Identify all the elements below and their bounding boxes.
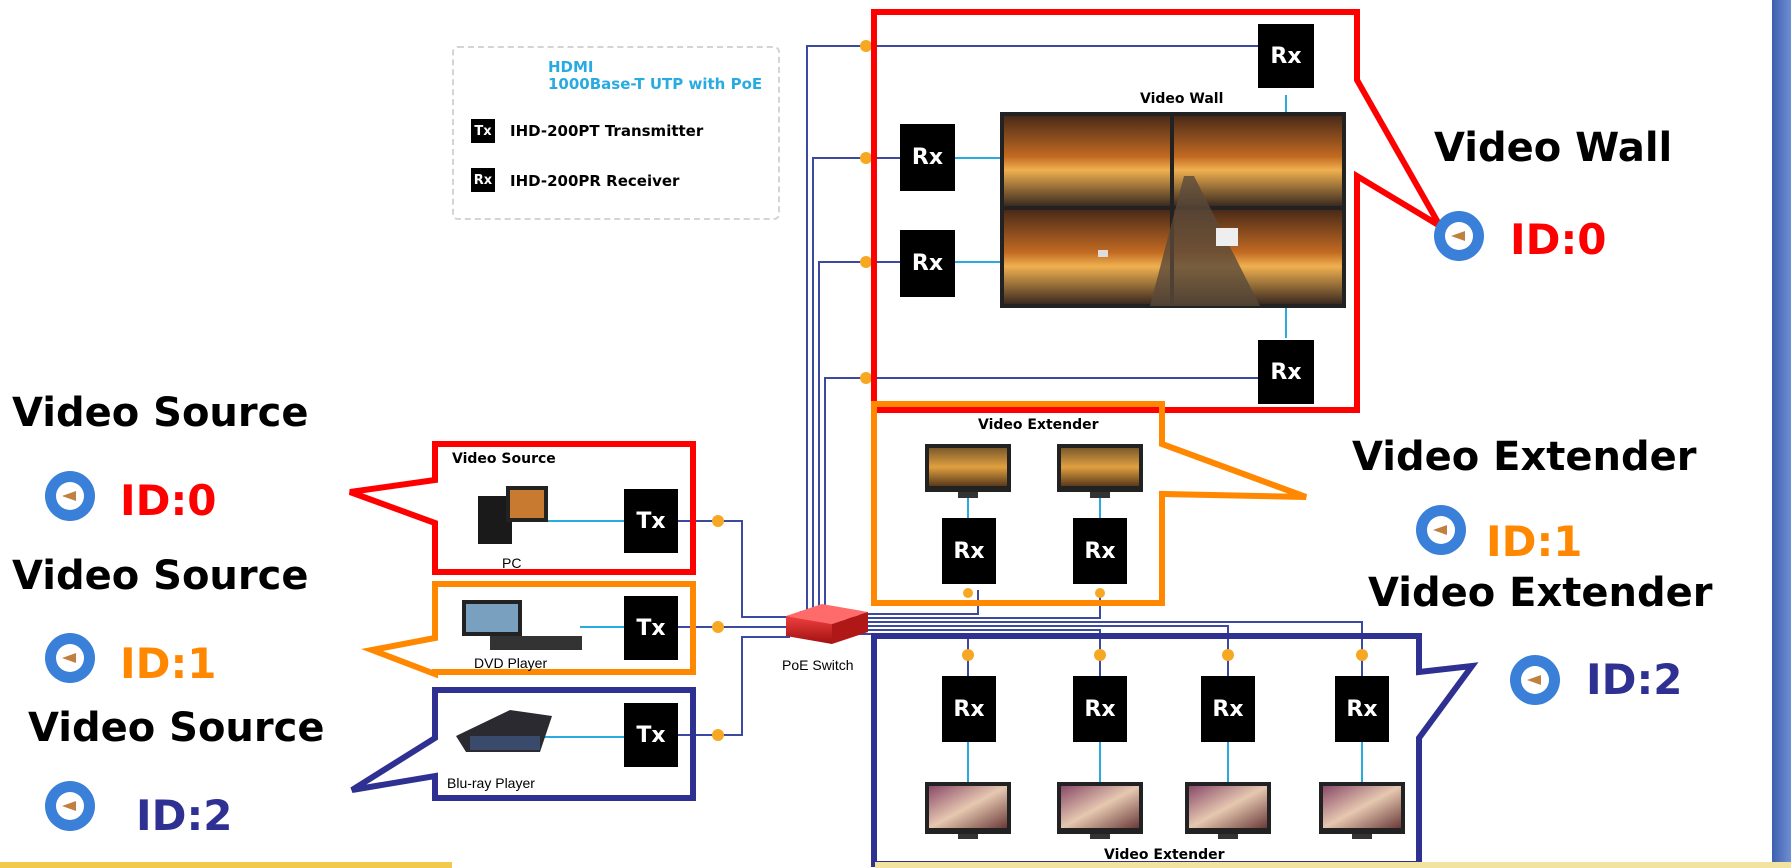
rx-box: Rx: [900, 230, 955, 297]
rx-box: Rx: [1201, 676, 1255, 742]
hdmi-cables: [535, 95, 1363, 782]
video-source-heading: Video Source: [12, 553, 309, 599]
extender2-tvs: [925, 782, 1405, 839]
tx-box: Tx: [624, 596, 678, 660]
source2-frame: [350, 687, 696, 801]
rx-box: Rx: [1335, 676, 1389, 742]
extender2-heading: Video Extender: [1368, 570, 1713, 616]
rx-box: Rx: [942, 676, 996, 742]
poe-switch-icon: [786, 604, 868, 644]
rx-box: Rx: [900, 124, 955, 191]
dvd-player-icon: [462, 600, 582, 650]
legend-tx-tag: Tx: [471, 119, 495, 143]
legend-rx-tag: Rx: [471, 168, 495, 192]
extender2-title: Video Extender: [1104, 847, 1225, 863]
extender1-tvs: [925, 444, 1143, 498]
poe-dots: [712, 40, 1368, 741]
extender2-id: ID:2: [1586, 655, 1683, 704]
slide-bottom-bar: [0, 862, 452, 868]
extender1-frame: [871, 401, 1308, 606]
legend: [452, 46, 780, 220]
slide-side-bar: [1772, 0, 1791, 868]
bluray-player-icon: [456, 710, 552, 752]
device-label-bluray: Blu-ray Player: [447, 775, 535, 791]
legend-hdmi-label: HDMI: [548, 58, 594, 76]
extender1-title: Video Extender: [978, 417, 1099, 433]
rx-box: Rx: [1073, 676, 1127, 742]
legend-rx-label: IHD-200PR Receiver: [510, 172, 680, 190]
source-id-2: ID:2: [136, 791, 233, 840]
rotary-switch-icon: [1510, 655, 1560, 705]
rx-box: Rx: [1258, 340, 1314, 404]
source-id-1: ID:1: [120, 639, 217, 688]
video-wall-title: Video Wall: [1140, 91, 1224, 107]
video-source-heading: Video Source: [12, 390, 309, 436]
video-wall-heading: Video Wall: [1434, 125, 1673, 171]
video-wall-frame: [871, 9, 1449, 413]
source-id-0: ID:0: [120, 476, 217, 525]
source1-frame: [361, 581, 696, 679]
device-label-pc: PC: [502, 555, 522, 571]
rotary-switch-icon: [45, 471, 95, 521]
extender1-id: ID:1: [1486, 517, 1583, 566]
video-source-heading: Video Source: [28, 705, 325, 751]
tx-box: Tx: [624, 703, 678, 767]
rotary-switch-icon: [1434, 211, 1484, 261]
video-wall-screens: [1000, 112, 1346, 308]
legend-utp-label: 1000Base-T UTP with PoE: [548, 75, 763, 93]
source0-frame: [348, 441, 696, 575]
extender1-heading: Video Extender: [1352, 434, 1697, 480]
legend-tx-label: IHD-200PT Transmitter: [510, 122, 704, 140]
source0-title: Video Source: [452, 451, 556, 467]
tx-box: Tx: [624, 489, 678, 553]
rx-box: Rx: [942, 518, 996, 584]
rx-box: Rx: [1073, 518, 1127, 584]
rx-box: Rx: [1258, 24, 1314, 88]
slide-bottom-bar: [875, 862, 1791, 868]
video-wall-id: ID:0: [1510, 215, 1607, 264]
rotary-switch-icon: [45, 633, 95, 683]
rotary-switch-icon: [1416, 505, 1466, 555]
pc-icon: [478, 486, 548, 544]
rotary-switch-icon: [45, 781, 95, 831]
device-label-dvd: DVD Player: [474, 655, 548, 671]
poe-switch-label: PoE Switch: [782, 657, 854, 673]
